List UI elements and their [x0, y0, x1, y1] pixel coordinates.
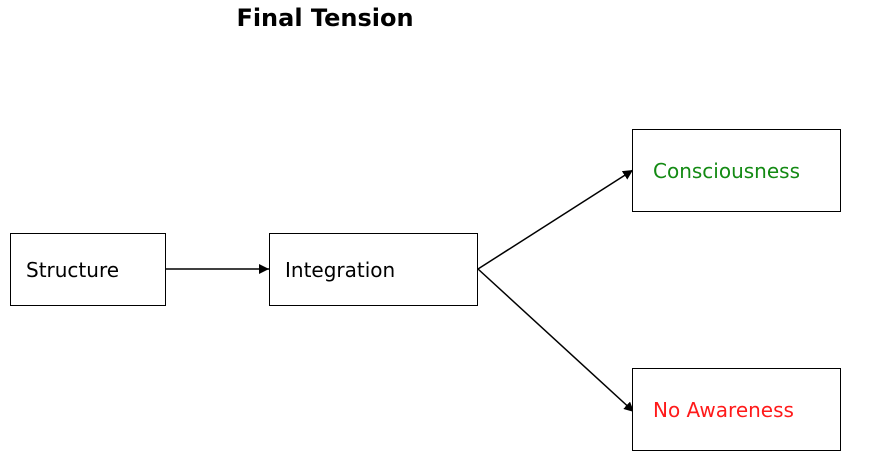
node-integration: Integration — [269, 233, 478, 306]
edge-integration-to-no-awareness — [477, 268, 635, 413]
node-integration-label: Integration — [285, 257, 396, 282]
node-consciousness: Consciousness — [632, 129, 841, 212]
edge-integration-to-consciousness — [477, 169, 634, 270]
node-no-awareness-label: No Awareness — [653, 397, 794, 422]
node-no-awareness: No Awareness — [632, 368, 841, 451]
diagram-title: Final Tension — [236, 4, 414, 32]
node-structure-label: Structure — [26, 257, 120, 282]
node-consciousness-label: Consciousness — [653, 158, 801, 183]
node-structure: Structure — [10, 233, 166, 306]
